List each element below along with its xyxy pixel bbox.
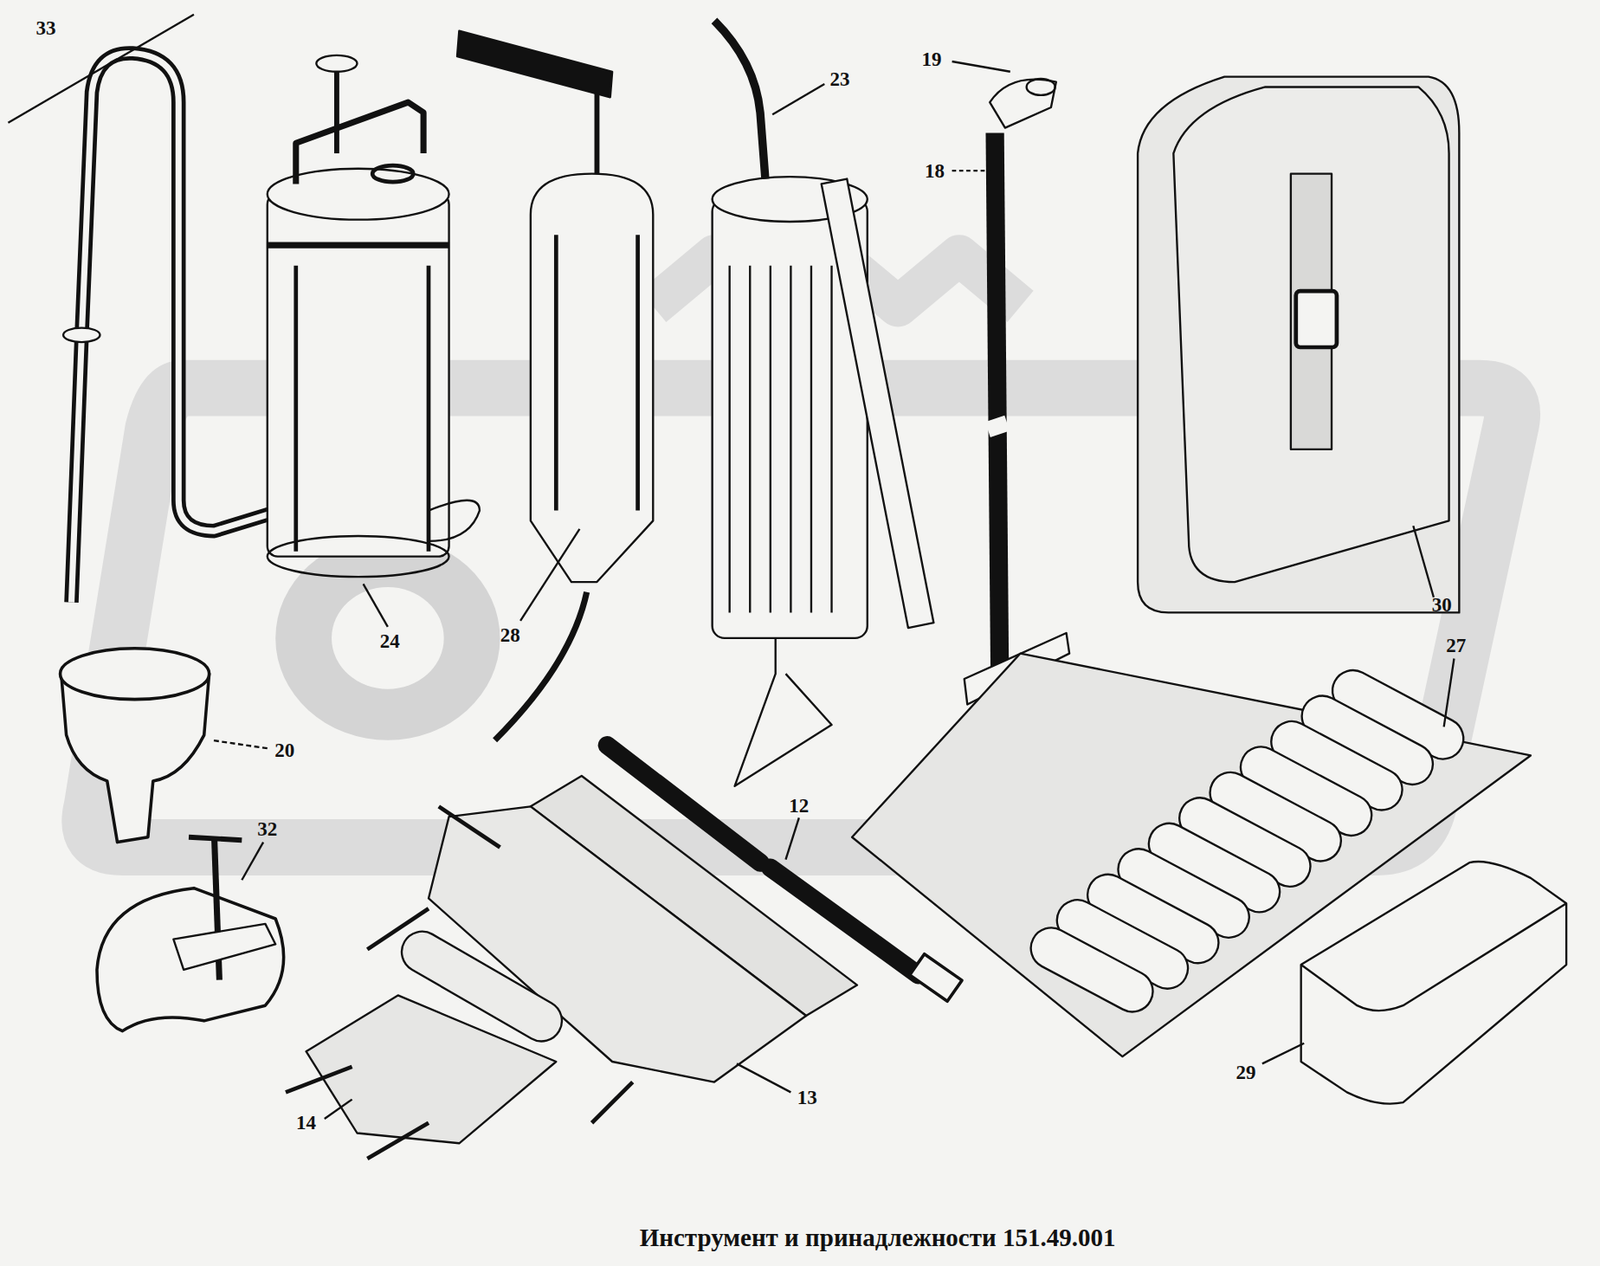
callout-number: 12 [787, 794, 811, 815]
callout-number: 33 [34, 17, 59, 38]
callout-number: 30 [1430, 593, 1454, 614]
callout-number: 20 [272, 740, 297, 761]
callout-number: 32 [255, 819, 279, 839]
callout-number: 27 [1444, 634, 1468, 655]
callout-number: 19 [920, 49, 944, 70]
callout-number: 24 [378, 631, 402, 652]
callout-number: 29 [1234, 1061, 1259, 1082]
caption: Инструмент и принадлежности 151.49.001 [639, 1224, 1117, 1252]
callout-number: 23 [827, 68, 852, 89]
callout-number: 18 [922, 160, 947, 181]
callout-number: 28 [498, 625, 523, 646]
callout-number: 13 [795, 1086, 820, 1107]
callout-number: 14 [294, 1112, 318, 1133]
